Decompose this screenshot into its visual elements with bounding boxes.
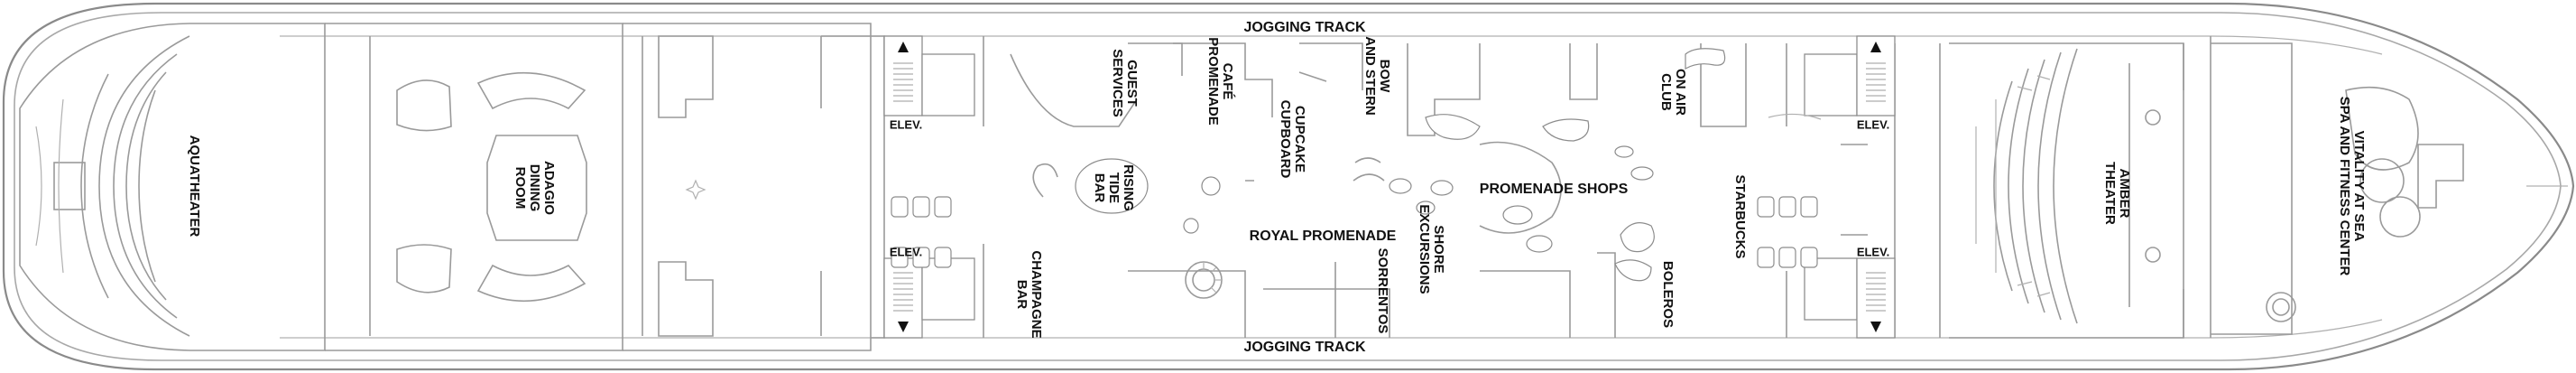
jogging-track-top-label: JOGGING TRACK xyxy=(1243,20,1366,35)
boleros-label: BOLEROS xyxy=(1660,261,1676,328)
hull-inner-line xyxy=(14,12,2562,361)
arrow-icon xyxy=(1870,322,1881,332)
cafe-promenade-label-line1: CAFÉ xyxy=(1220,63,1235,100)
cupcake-cupboard-label-line2: CUPBOARD xyxy=(1278,100,1293,179)
starbucks-label: STARBUCKS xyxy=(1732,174,1748,258)
adagio-label-line1: ADAGIO xyxy=(541,161,557,215)
elevator-bank-fwd-bottom xyxy=(1804,257,1896,339)
elevator-bank-aft-top xyxy=(883,35,975,117)
aquatheater-area xyxy=(19,23,326,351)
deck-edge-bottom xyxy=(280,319,2383,339)
adagio-label-line3: ROOM xyxy=(512,167,528,210)
rising-tide-bar-label-line2: TIDE xyxy=(1106,173,1122,203)
spiral-staircase xyxy=(1185,113,1822,299)
amber-theater-area xyxy=(1949,42,2184,339)
royal-promenade-label: ROYAL PROMENADE xyxy=(1250,228,1397,244)
deck-edge-top xyxy=(280,35,2383,55)
elevator-label: ELEV. xyxy=(1857,245,1889,258)
promenade-seating xyxy=(891,48,1818,282)
guest-services-label-line2: SERVICES xyxy=(1110,49,1125,117)
rising-tide-bar-label-line3: BAR xyxy=(1092,173,1107,203)
rising-tide-bar-label-line1: RISING xyxy=(1121,164,1136,211)
promenade-shops-label: PROMENADE SHOPS xyxy=(1480,182,1629,197)
elevator-label: ELEV. xyxy=(1857,117,1889,131)
adagio-label-line2: DINING xyxy=(527,164,542,212)
shore-excursions-label-line1: SHORE xyxy=(1431,225,1446,273)
amber-theater-label-line2: THEATER xyxy=(2102,162,2118,225)
adagio-dining-room-area xyxy=(325,23,623,351)
on-air-club-label-line1: ON AIR xyxy=(1673,69,1688,116)
vitality-spa-label-line2: SPA AND FITNESS CENTER xyxy=(2337,97,2352,276)
sorrentos-label: SORRENTOS xyxy=(1375,248,1390,334)
bow-and-stern-label-line1: BOW xyxy=(1377,60,1392,94)
upper-dining-atrium-area xyxy=(623,23,872,351)
cafe-promenade-label-line2: PROMENADE xyxy=(1205,37,1221,126)
shore-excursions-label-line2: EXCURSIONS xyxy=(1417,204,1432,294)
jogging-track-bottom-label: JOGGING TRACK xyxy=(1243,340,1366,355)
aquatheater-label: AQUATHEATER xyxy=(187,135,202,238)
elevator-label: ELEV. xyxy=(890,245,922,258)
guest-services-label-line1: GUEST xyxy=(1124,60,1140,107)
forward-promenade-walls xyxy=(871,35,2211,339)
vitality-spa-label-line1: VITALITY AT SEA xyxy=(2351,131,2367,242)
arrow-icon xyxy=(898,42,909,52)
compass-star-icon xyxy=(685,179,706,200)
elevator-label: ELEV. xyxy=(890,117,922,131)
cupcake-cupboard-label-line1: CUPCAKE xyxy=(1292,106,1307,173)
arrow-icon xyxy=(1870,42,1881,52)
on-air-club-label-line2: CLUB xyxy=(1658,73,1674,111)
amber-theater-label-line1: AMBER xyxy=(2117,169,2132,219)
spa-fitness-area xyxy=(2211,42,2568,335)
champagne-bar-label-line1: CHAMPAGNE xyxy=(1029,250,1044,338)
bow-and-stern-label-line2: AND STERN xyxy=(1362,36,1378,116)
elevator-bank-fwd-top xyxy=(1804,35,1896,117)
champagne-bar-label-line2: BAR xyxy=(1014,280,1029,310)
rising-tide-hook xyxy=(1032,163,1058,198)
arrow-icon xyxy=(898,322,909,332)
